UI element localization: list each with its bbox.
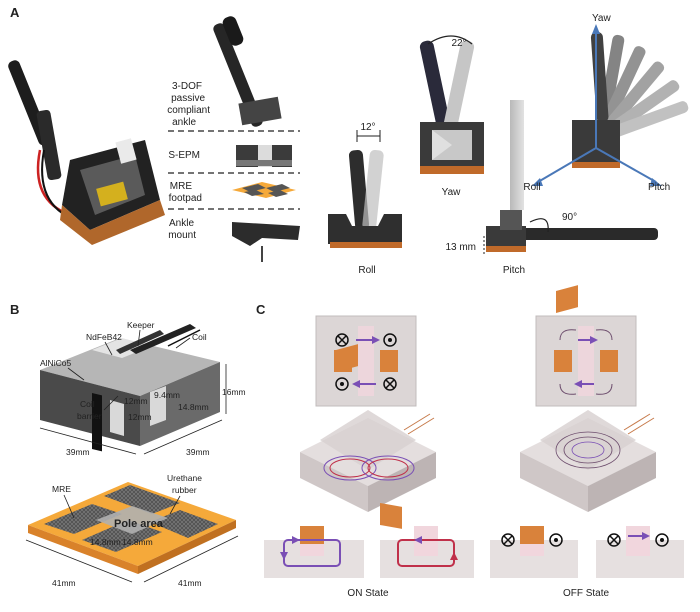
- axis-yaw-label: Yaw: [592, 13, 611, 24]
- pitch-view: [483, 100, 658, 254]
- on-state-label: ON State: [347, 588, 389, 599]
- dim-41mm-a: 41mm: [52, 578, 76, 588]
- label-mount-1: Ankle: [169, 218, 194, 229]
- dim-14-8mm-c: 14.8mm: [90, 537, 121, 547]
- label-urethane-2: rubber: [172, 485, 197, 495]
- panel-a-label: A: [10, 5, 20, 20]
- dim-9-4mm: 9.4mm: [154, 390, 180, 400]
- off-state-section-left: [490, 526, 578, 578]
- device-photo: [8, 55, 165, 245]
- label-mre-2: footpad: [169, 193, 202, 204]
- dim-12mm-a: 12mm: [124, 396, 148, 406]
- dim-39mm-a: 39mm: [66, 447, 90, 457]
- label-coil-barrier-1: Coil: [80, 399, 95, 409]
- off-state-top-view: [535, 315, 637, 407]
- axis-roll-label: Roll: [523, 182, 540, 193]
- off-state-label: OFF State: [563, 588, 610, 599]
- dim-16mm: 16mm: [222, 387, 246, 397]
- panel-b-label: B: [10, 302, 19, 317]
- roll-label: Roll: [358, 265, 375, 276]
- label-ankle-2: passive: [171, 93, 205, 104]
- label-ndfeb: NdFeB42: [86, 332, 122, 342]
- yaw-label: Yaw: [442, 187, 461, 198]
- axis-pitch-label: Pitch: [648, 182, 670, 193]
- roll-angle: 12°: [360, 122, 375, 133]
- off-state-3d-view: [520, 285, 656, 568]
- label-keeper: Keeper: [127, 320, 155, 330]
- label-ankle-3: compliant: [167, 105, 210, 116]
- sepm-block: [40, 324, 220, 452]
- roll-view: [328, 130, 402, 248]
- on-state-section-left: [264, 526, 364, 578]
- axes-view: [532, 24, 689, 186]
- label-sepm: S-EPM: [168, 150, 200, 161]
- exploded-view: [213, 16, 300, 262]
- off-state-section-right: [596, 526, 684, 578]
- panel-c-label: C: [256, 302, 266, 317]
- label-mount-2: mount: [168, 230, 196, 241]
- label-pole-area: Pole area: [114, 518, 164, 530]
- on-state-section-right: [380, 526, 474, 578]
- label-ankle-1: 3-DOF: [172, 81, 202, 92]
- mre-footpad: [28, 482, 236, 574]
- label-mre-1: MRE: [170, 181, 193, 192]
- pitch-angle: 90°: [562, 212, 577, 223]
- on-state-top-view: [315, 315, 417, 407]
- label-coil-barrier-2: barrier: [77, 411, 102, 421]
- label-mre: MRE: [52, 484, 71, 494]
- label-urethane-1: Urethane: [167, 473, 202, 483]
- yaw-view: [419, 35, 484, 174]
- dim-39mm-b: 39mm: [186, 447, 210, 457]
- label-ankle-4: ankle: [172, 117, 196, 128]
- dim-12mm-b: 12mm: [128, 412, 152, 422]
- pitch-height: 13 mm: [445, 242, 476, 253]
- yaw-angle: 22°: [451, 38, 466, 49]
- label-coil: Coil: [192, 332, 207, 342]
- dim-14-8mm: 14.8mm: [178, 402, 209, 412]
- dim-14-8mm-d: 14.8mm: [122, 537, 153, 547]
- dim-41mm-b: 41mm: [178, 578, 202, 588]
- on-state-3d-view: [300, 344, 436, 529]
- label-alnico: AlNiCo5: [40, 358, 71, 368]
- pitch-label: Pitch: [503, 265, 525, 276]
